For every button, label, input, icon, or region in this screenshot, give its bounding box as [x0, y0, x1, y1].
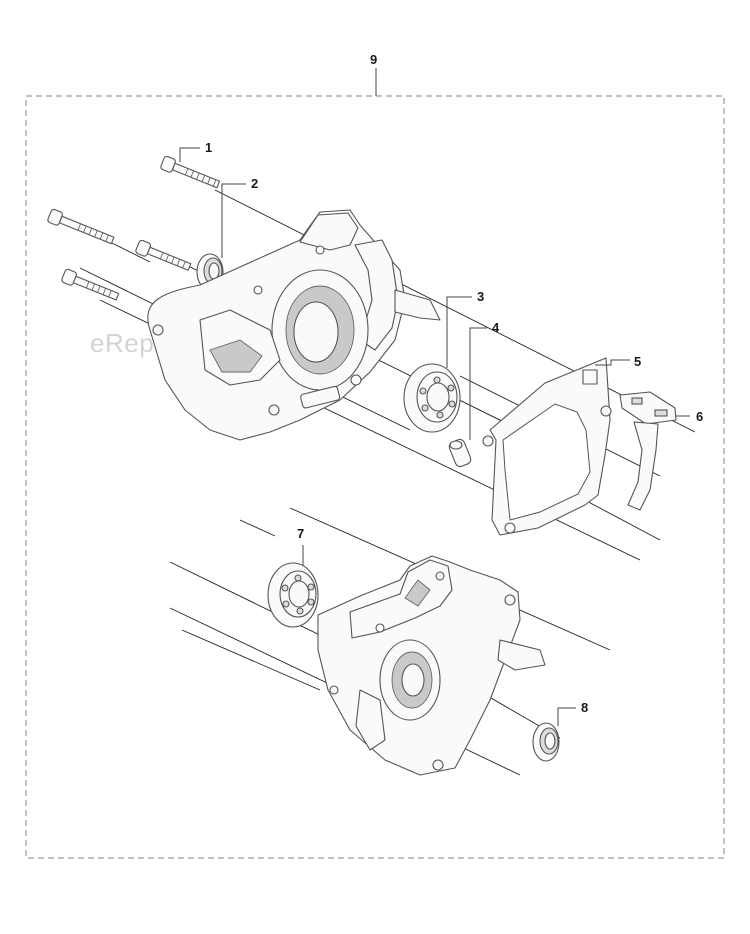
callout-3-leader: [446, 296, 472, 368]
callout-1-leader: [179, 147, 200, 162]
bearing-part-3[interactable]: [403, 363, 461, 433]
callout-8[interactable]: 8: [581, 700, 588, 715]
callout-1[interactable]: 1: [205, 140, 212, 155]
callout-6[interactable]: 6: [696, 409, 703, 424]
callout-4[interactable]: 4: [492, 320, 500, 335]
screw-part-1[interactable]: [47, 155, 221, 304]
callout-8-leader: [557, 707, 576, 726]
seal-ring-part-8[interactable]: [532, 722, 560, 762]
crankcase-half-lower[interactable]: [317, 555, 546, 776]
callout-5[interactable]: 5: [634, 354, 641, 369]
callout-9[interactable]: 9: [370, 52, 377, 67]
callout-4-leader: [469, 327, 487, 440]
callout-5-leader: [595, 359, 630, 366]
callout-2-leader: [221, 183, 246, 258]
gasket-part-5[interactable]: [482, 357, 612, 536]
callout-7[interactable]: 7: [297, 526, 304, 541]
callout-3[interactable]: 3: [477, 289, 484, 304]
callout-2[interactable]: 2: [251, 176, 258, 191]
bracket-part-6[interactable]: [619, 391, 677, 511]
bearing-part-7[interactable]: [267, 562, 319, 628]
crankcase-half-upper[interactable]: [147, 209, 441, 441]
